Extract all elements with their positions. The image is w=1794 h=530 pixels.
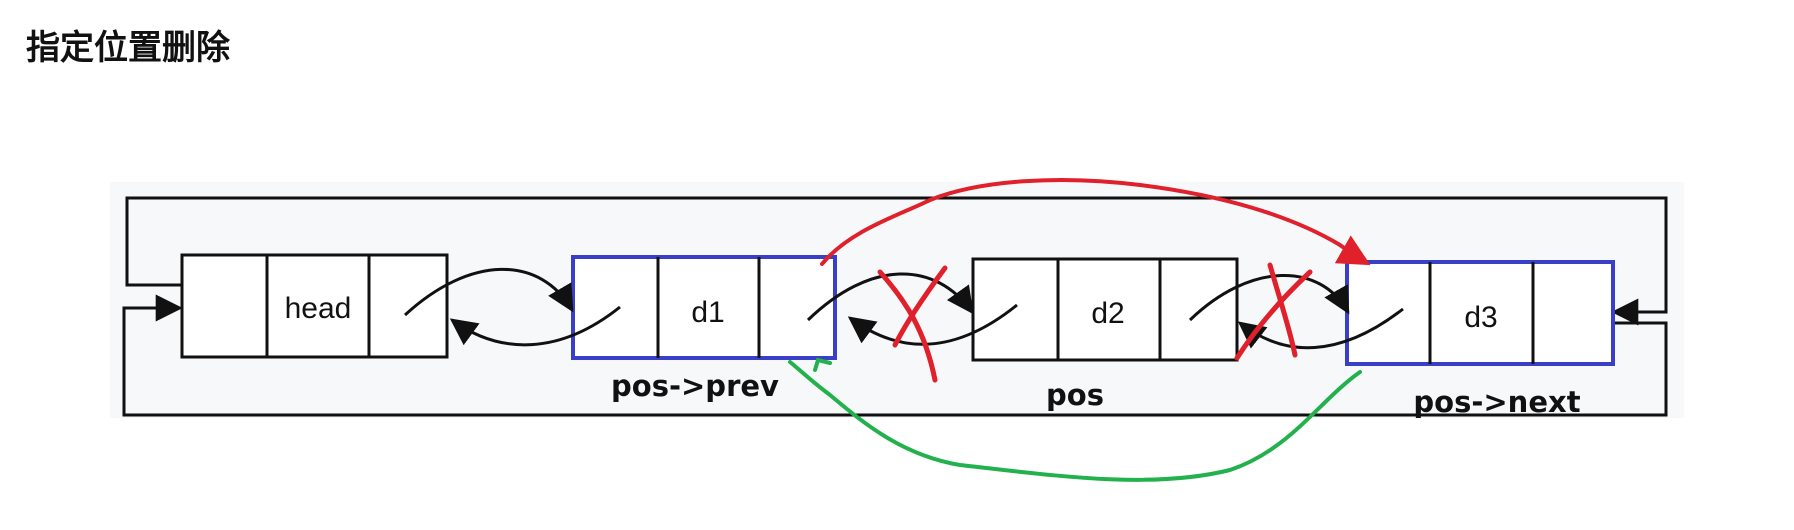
- label-pos-prev: pos->prev: [611, 369, 779, 403]
- wrap-frame-bottom: [122, 294, 1668, 417]
- node-d2-label: d2: [1091, 297, 1124, 330]
- link-head-next: [403, 267, 574, 317]
- label-pos: pos: [1046, 378, 1104, 412]
- link-d2-next: [1188, 273, 1350, 322]
- node-d1: d1: [571, 255, 837, 360]
- node-d1-label: d1: [691, 296, 724, 329]
- node-d3-label: d3: [1464, 301, 1497, 334]
- page-title: 指定位置删除: [26, 28, 230, 68]
- node-head-label: head: [285, 292, 352, 325]
- link-d2-prev: [847, 303, 1018, 346]
- wrap-frame-top: [125, 196, 1668, 326]
- new-link-d3-to-d1-arrowhead: [813, 357, 832, 372]
- new-link-d3-to-d1: [788, 360, 1362, 482]
- removed-link-cross-right: [1234, 262, 1313, 361]
- node-head: head: [180, 253, 449, 359]
- new-link-d1-to-d3: [820, 178, 1371, 266]
- node-d2: d2: [971, 257, 1239, 362]
- link-d1-next: [806, 272, 974, 322]
- label-pos-next: pos->next: [1413, 385, 1580, 419]
- node-d3: d3: [1345, 260, 1615, 366]
- removed-link-cross-left: [877, 265, 948, 383]
- link-d1-prev: [449, 305, 621, 347]
